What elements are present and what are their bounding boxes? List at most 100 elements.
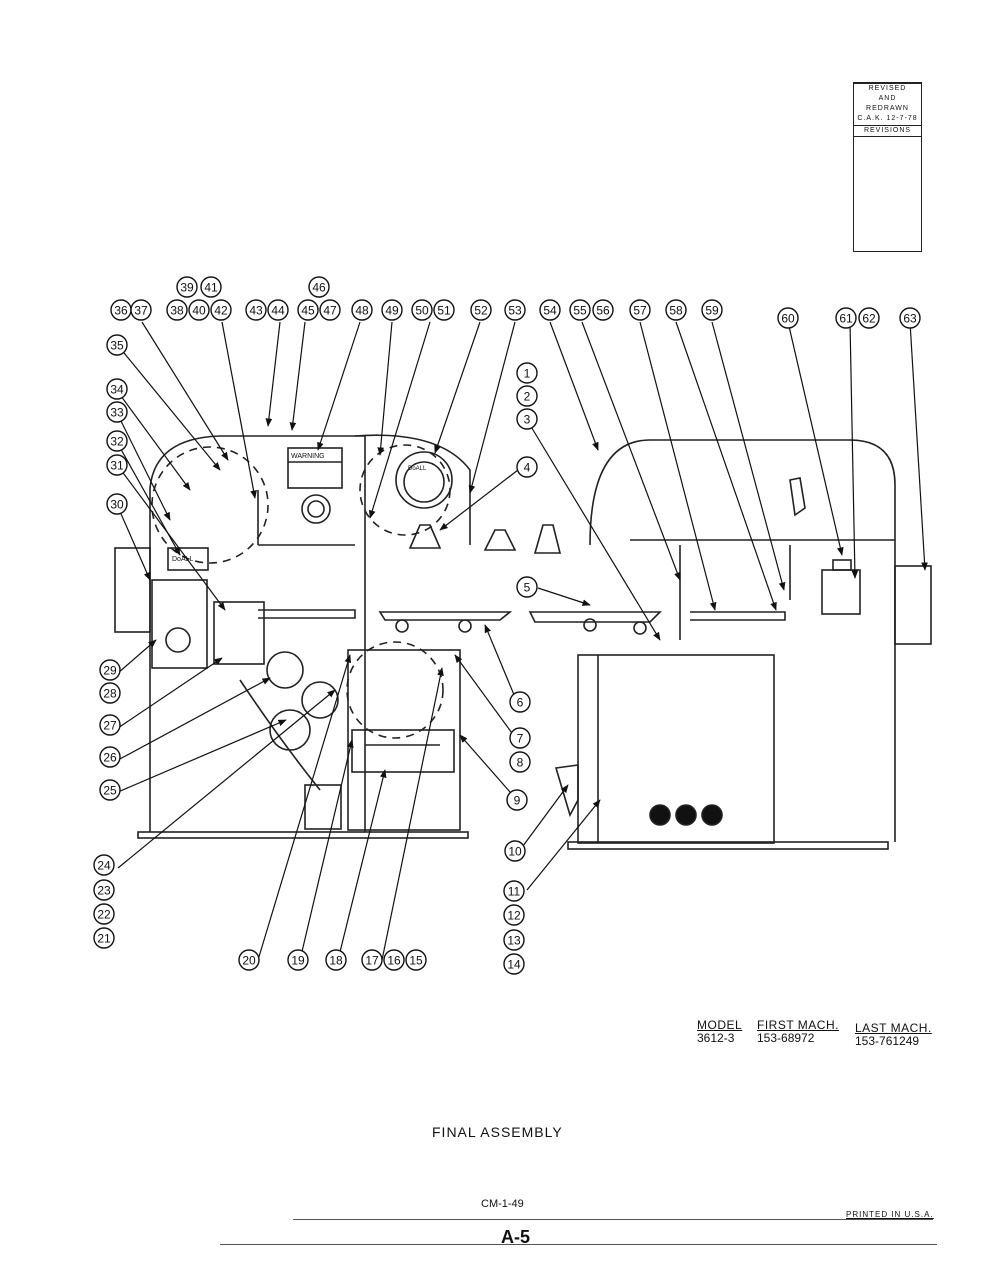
callout-circle	[433, 299, 455, 321]
callout-40: 40	[188, 299, 210, 321]
first-mach-value: 153-68972	[757, 1031, 815, 1045]
callout-11: 11	[503, 880, 525, 902]
callout-12: 12	[503, 904, 525, 926]
callout-34: 34	[106, 378, 128, 400]
callout-circle	[245, 299, 267, 321]
callout-circle	[188, 299, 210, 321]
callout-number: 36	[114, 304, 128, 318]
callout-13: 13	[503, 929, 525, 951]
callout-circle	[503, 953, 525, 975]
callout-number: 7	[517, 732, 524, 746]
callout-number: 17	[365, 954, 379, 968]
callout-number: 39	[180, 281, 194, 295]
warning-label: WARNING	[291, 453, 325, 460]
callout-circle	[99, 746, 121, 768]
callout-2: 2	[516, 385, 538, 407]
callout-number: 24	[97, 859, 111, 873]
callout-number: 51	[437, 304, 451, 318]
last-mach-value: 153-761249	[855, 1034, 920, 1048]
callout-number: 59	[705, 304, 719, 318]
callout-circle	[835, 307, 857, 329]
callout-circle	[539, 299, 561, 321]
callout-6: 6	[509, 691, 531, 713]
callout-60: 60	[777, 307, 799, 329]
leader-lines	[117, 321, 928, 961]
callout-number: 3	[524, 413, 531, 427]
callout-number: 9	[514, 794, 521, 808]
callout-number: 46	[312, 281, 326, 295]
callout-number: 43	[249, 304, 263, 318]
callout-circle	[99, 682, 121, 704]
last-mach-header: LAST MACH.	[855, 1021, 932, 1035]
left-machine	[114, 434, 562, 839]
callout-number: 19	[291, 954, 305, 968]
callout-18: 18	[325, 949, 347, 971]
callout-31: 31	[106, 454, 128, 476]
callout-30: 30	[106, 493, 128, 515]
callout-52: 52	[470, 299, 492, 321]
callout-circle	[504, 840, 526, 862]
callout-23: 23	[93, 879, 115, 901]
callout-circle	[506, 789, 528, 811]
callout-number: 32	[110, 435, 124, 449]
callout-number: 57	[633, 304, 647, 318]
callout-number: 61	[839, 312, 853, 326]
drawing-number: CM-1-49	[481, 1198, 524, 1210]
callout-45: 45	[297, 299, 319, 321]
callout-circle	[509, 727, 531, 749]
callout-circle	[351, 299, 373, 321]
callout-number: 42	[214, 304, 228, 318]
callout-55: 55	[569, 299, 591, 321]
callout-33: 33	[106, 401, 128, 423]
callout-circle	[516, 576, 538, 598]
callout-number: 35	[110, 339, 124, 353]
callout-circle	[899, 307, 921, 329]
callout-circle	[516, 362, 538, 384]
callout-63: 63	[899, 307, 921, 329]
callout-54: 54	[539, 299, 561, 321]
callout-number: 27	[103, 719, 117, 733]
divider	[293, 1219, 933, 1220]
callout-circle	[592, 299, 614, 321]
callout-62: 62	[858, 307, 880, 329]
callout-circle	[777, 307, 799, 329]
callout-8: 8	[509, 751, 531, 773]
callout-25: 25	[99, 779, 121, 801]
model-value: 3612-3	[697, 1031, 735, 1045]
callout-14: 14	[503, 953, 525, 975]
callout-number: 45	[301, 304, 315, 318]
callout-9: 9	[506, 789, 528, 811]
callout-29: 29	[99, 659, 121, 681]
rev-line: REDRAWN	[866, 105, 909, 112]
callout-number: 16	[387, 954, 401, 968]
callout-50: 50	[411, 299, 433, 321]
callout-42: 42	[210, 299, 232, 321]
callout-38: 38	[166, 299, 188, 321]
callout-20: 20	[238, 949, 260, 971]
callout-number: 15	[409, 954, 423, 968]
callout-48: 48	[351, 299, 373, 321]
callout-number: 38	[170, 304, 184, 318]
callout-4: 4	[516, 456, 538, 478]
callout-number: 4	[524, 461, 531, 475]
callout-22: 22	[93, 903, 115, 925]
callout-number: 23	[97, 884, 111, 898]
callout-41: 41	[200, 276, 222, 298]
callout-circle	[308, 276, 330, 298]
callout-58: 58	[665, 299, 687, 321]
callout-circle	[509, 691, 531, 713]
callout-61: 61	[835, 307, 857, 329]
callout-number: 55	[573, 304, 587, 318]
first-mach-header: FIRST MACH.	[757, 1018, 839, 1032]
callout-number: 8	[517, 756, 524, 770]
callout-51: 51	[433, 299, 455, 321]
callout-circle	[319, 299, 341, 321]
printed-note: PRINTED IN U.S.A.	[846, 1210, 934, 1219]
callout-circle	[176, 276, 198, 298]
callout-number: 10	[508, 845, 522, 859]
callout-circle	[361, 949, 383, 971]
dial-brand: DoALL	[408, 466, 427, 472]
callout-3: 3	[516, 408, 538, 430]
